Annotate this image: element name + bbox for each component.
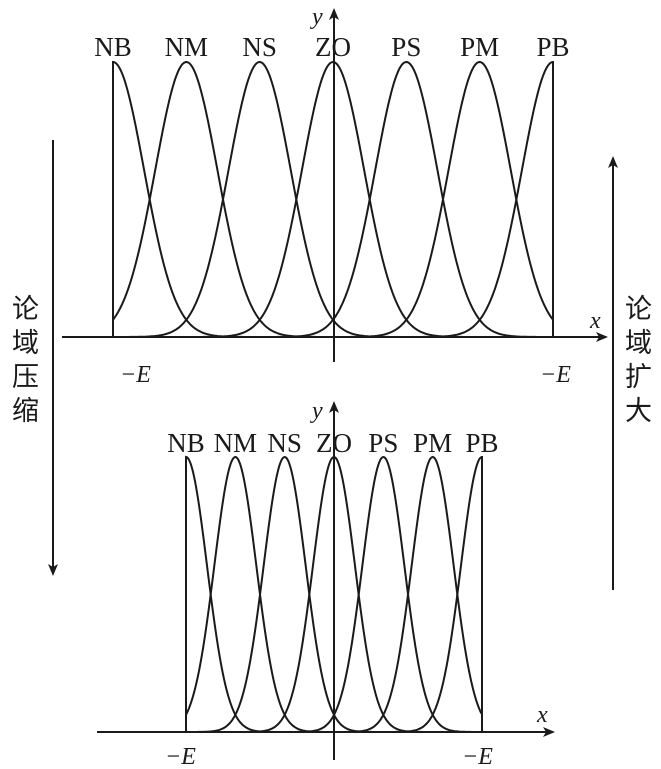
membership-curve-zo [239, 455, 428, 733]
set-label-pm: PM [413, 428, 452, 458]
membership-curve-ns [119, 60, 400, 338]
top-right-limit: −E [540, 362, 571, 388]
top-membership-curves [112, 60, 554, 338]
set-label-nm: NM [165, 32, 209, 62]
expand-caption: 论 域 扩 大 [625, 294, 652, 427]
membership-curve-nb [185, 455, 280, 733]
bottom-x-label: x [536, 702, 548, 728]
bottom-membership-curves [185, 455, 483, 733]
membership-curve-nm [112, 60, 326, 338]
membership-curve-ns [190, 455, 379, 733]
membership-curve-ps [266, 60, 547, 338]
bottom-set-labels: NB NM NS ZO PS PM PB [167, 428, 498, 458]
membership-curve-nb [112, 60, 253, 338]
set-label-pm: PM [460, 32, 499, 62]
set-label-zo: ZO [316, 428, 352, 458]
set-label-ns: NS [242, 32, 277, 62]
svg-text:域: 域 [12, 328, 39, 359]
membership-curve-nm [185, 455, 329, 733]
svg-text:压: 压 [12, 362, 39, 393]
set-label-nb: NB [167, 428, 205, 458]
svg-text:扩: 扩 [625, 362, 652, 393]
compress-caption: 论 域 压 缩 [12, 294, 39, 427]
svg-text:论: 论 [625, 294, 652, 325]
set-label-pb: PB [536, 32, 569, 62]
svg-text:论: 论 [12, 294, 39, 325]
top-y-label: y [310, 4, 323, 30]
svg-text:大: 大 [625, 396, 652, 427]
set-label-pb: PB [465, 428, 498, 458]
top-x-label: x [589, 308, 601, 334]
membership-curve-zo [192, 60, 473, 338]
set-label-ps: PS [368, 428, 398, 458]
set-label-zo: ZO [315, 32, 351, 62]
bottom-y-label: y [310, 398, 323, 424]
set-label-nm: NM [214, 428, 258, 458]
set-label-ns: NS [267, 428, 302, 458]
top-set-labels: NB NM NS ZO PS PM PB [94, 32, 569, 62]
bottom-right-limit: −E [462, 744, 493, 769]
membership-curve-ps [289, 455, 478, 733]
membership-curve-pb [412, 61, 554, 338]
svg-text:域: 域 [625, 328, 652, 359]
membership-curve-pm [338, 455, 483, 733]
bottom-left-limit: −E [165, 744, 196, 769]
top-left-limit: −E [120, 362, 151, 388]
membership-curve-pb [387, 456, 483, 733]
membership-curve-pm [339, 60, 554, 338]
set-label-nb: NB [94, 32, 132, 62]
set-label-ps: PS [391, 32, 421, 62]
svg-text:缩: 缩 [12, 396, 39, 427]
